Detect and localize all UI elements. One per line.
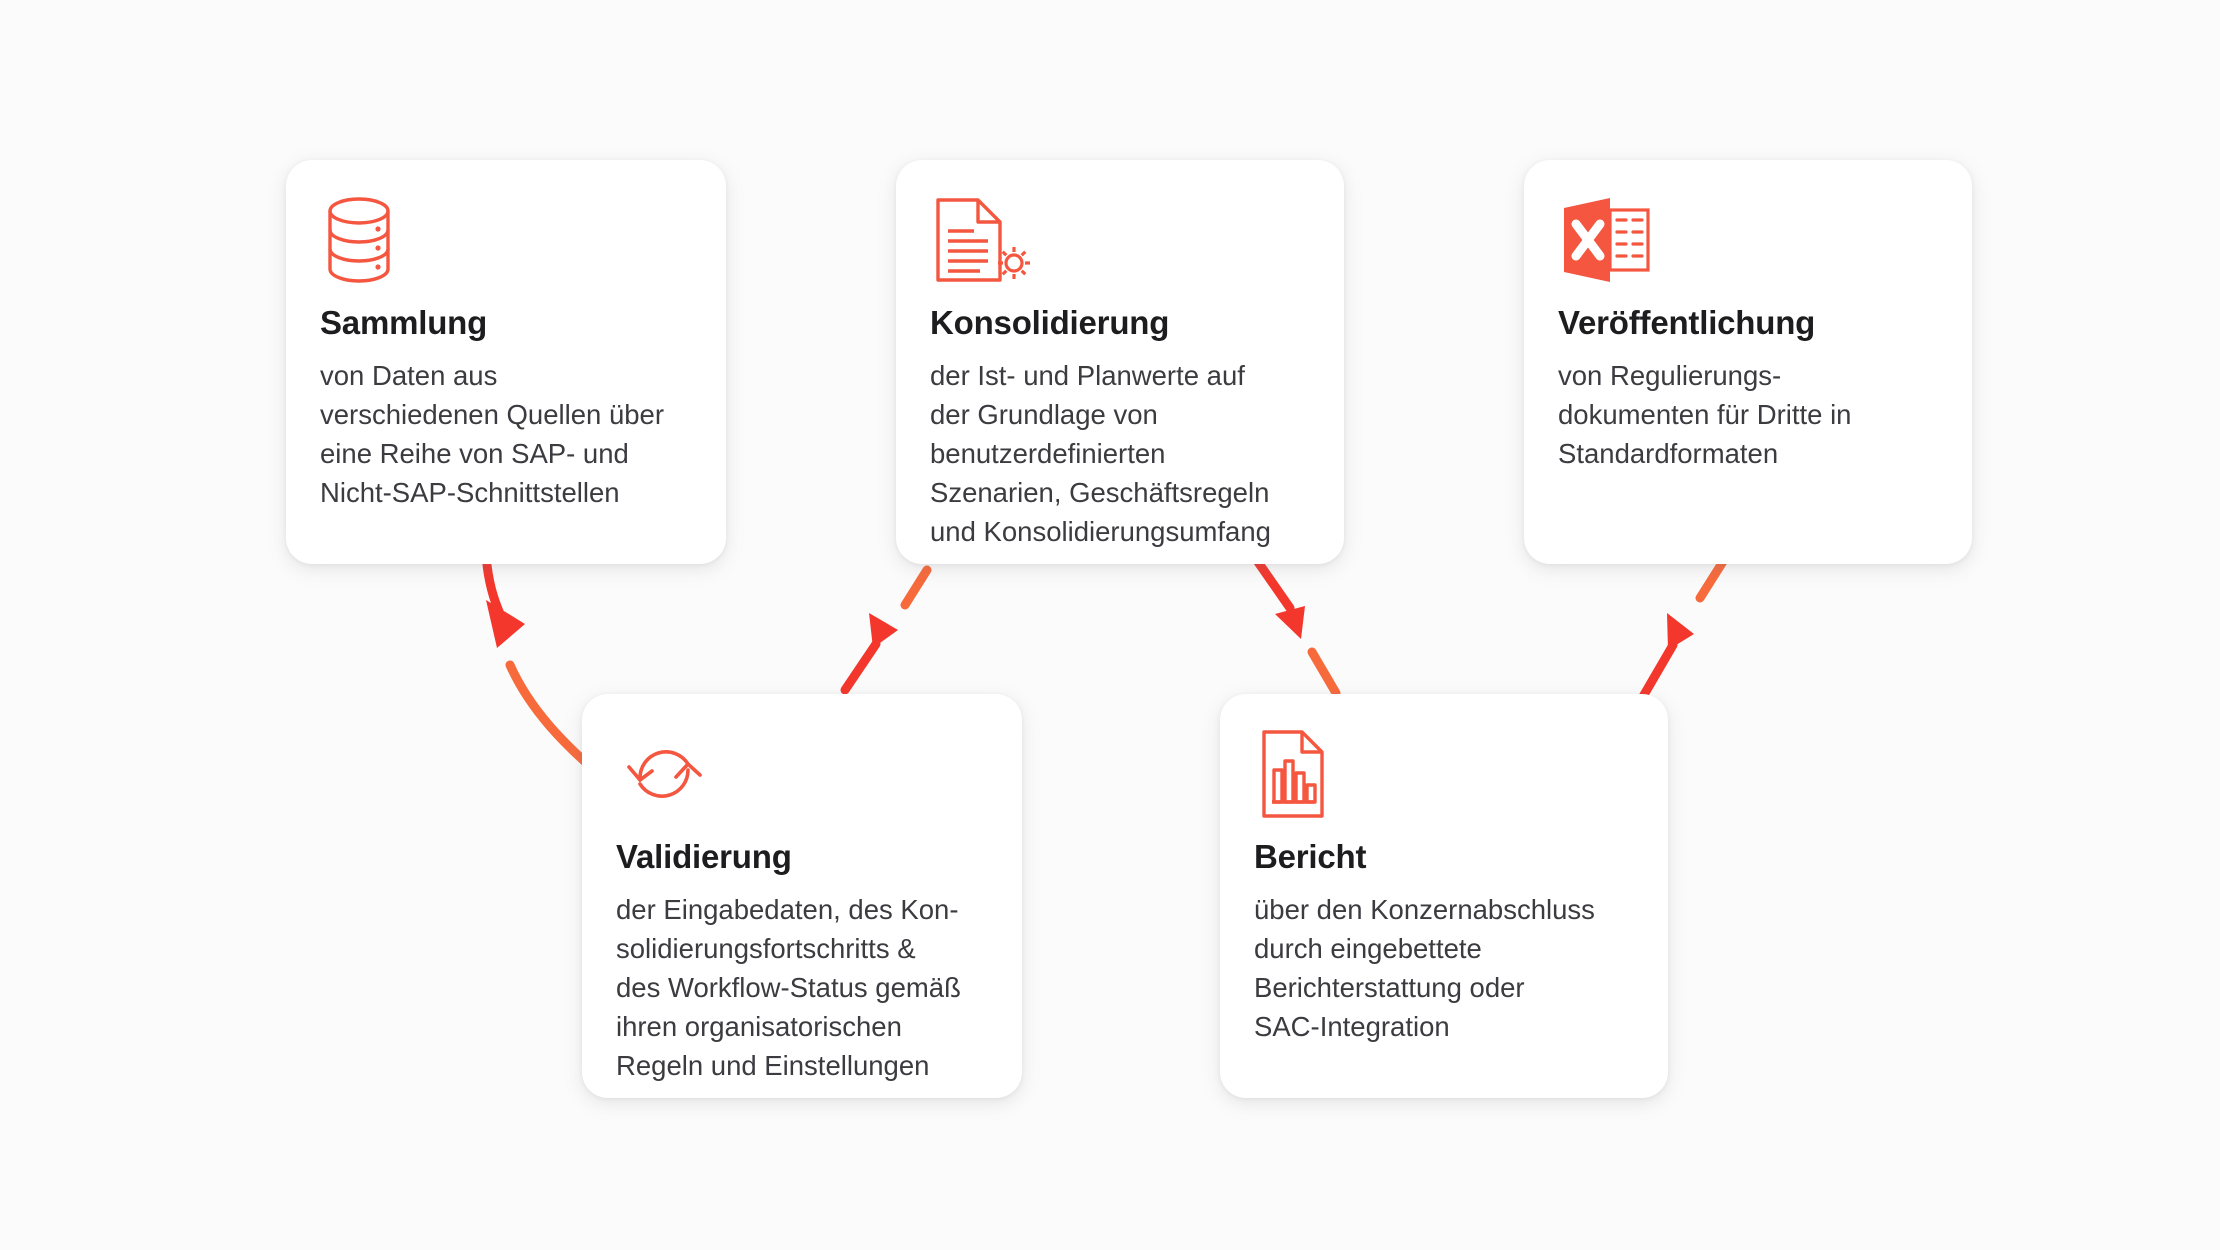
connector-bericht-to-veroeffentlichung bbox=[1636, 555, 1729, 705]
card-description: über den Konzernabschluss durch eingebet… bbox=[1254, 893, 1595, 1043]
database-icon bbox=[320, 194, 692, 286]
card-sammlung[interactable]: Sammlung von Daten aus verschiedenen Que… bbox=[286, 160, 726, 564]
connector-validierung-to-konsolidierung bbox=[840, 565, 932, 695]
card-veroeffentlichung[interactable]: Veröffentlichung von Regulierungs- dokum… bbox=[1524, 160, 1972, 564]
card-konsolidierung[interactable]: Konsolidierung der Ist- und Planwerte au… bbox=[896, 160, 1344, 564]
card-description: von Regulierungs- dokumenten für Dritte … bbox=[1558, 359, 1852, 470]
card-validierung[interactable]: Validierung der Eingabedaten, des Kon- s… bbox=[582, 694, 1022, 1098]
card-description: von Daten aus verschiedenen Quellen über… bbox=[320, 359, 664, 509]
card-title: Konsolidierung bbox=[930, 304, 1170, 341]
card-title: Sammlung bbox=[320, 304, 488, 341]
connector-konsolidierung-to-bericht bbox=[1253, 557, 1341, 698]
document-barchart-icon bbox=[1254, 728, 1634, 820]
card-description: der Eingabedaten, des Kon- solidierungsf… bbox=[616, 893, 961, 1082]
card-title: Bericht bbox=[1254, 838, 1367, 875]
card-title: Veröffentlichung bbox=[1558, 304, 1816, 341]
card-bericht[interactable]: Bericht über den Konzernabschluss durch … bbox=[1220, 694, 1668, 1098]
card-title: Validierung bbox=[616, 838, 792, 875]
excel-spreadsheet-icon bbox=[1558, 194, 1938, 286]
document-gear-icon bbox=[930, 194, 1310, 286]
sync-refresh-icon bbox=[616, 728, 988, 820]
card-description: der Ist- und Planwerte auf der Grundlage… bbox=[930, 359, 1271, 548]
